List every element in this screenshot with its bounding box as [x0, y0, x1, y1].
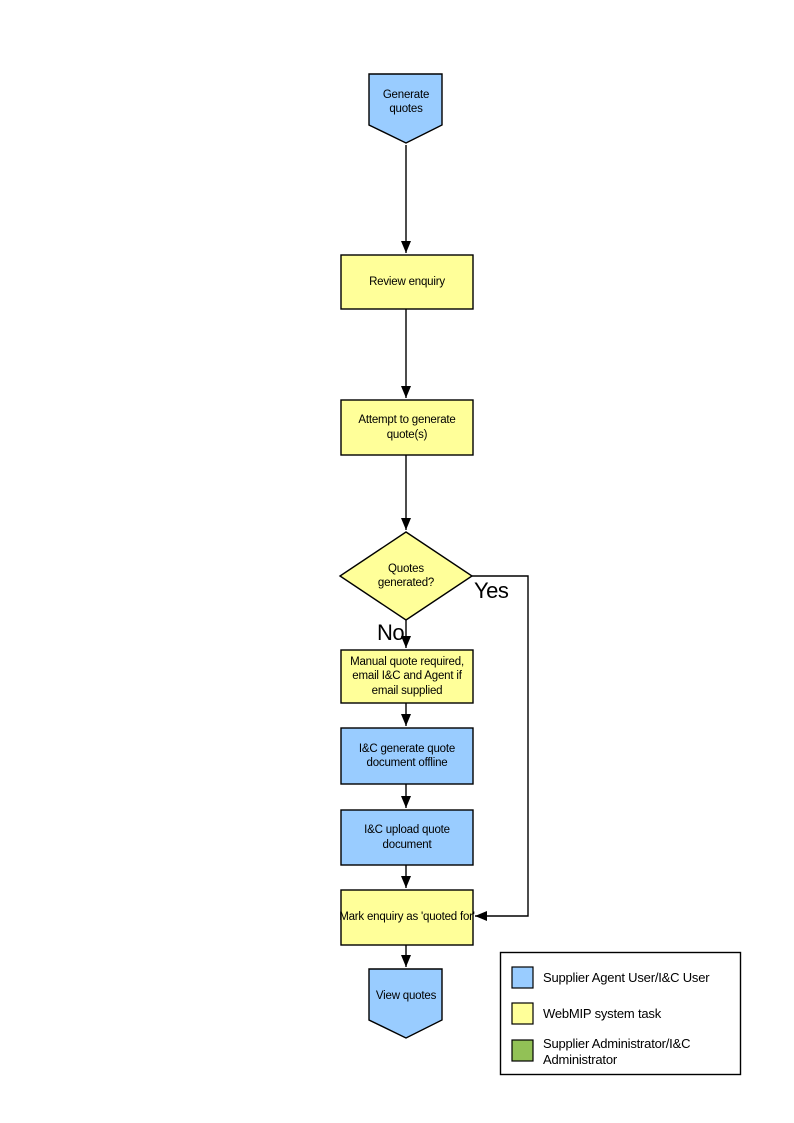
legend-label-admin: Supplier Administrator/I&C Administrator	[543, 1036, 691, 1067]
legend-label-actor: Supplier Agent User/I&C User	[543, 970, 710, 985]
decision-diamond-shape	[338, 531, 474, 621]
review-box-shape	[340, 254, 474, 310]
legend-swatch-system	[511, 1002, 534, 1025]
attempt-box-shape	[340, 399, 474, 456]
mark-box-shape	[340, 889, 474, 946]
legend-swatch-admin	[511, 1039, 534, 1062]
manual-box-shape	[340, 649, 474, 704]
legend-label-system: WebMIP system task	[543, 1006, 662, 1021]
no-branch-label: No	[377, 620, 405, 645]
end-offpage-shape	[368, 968, 443, 1039]
yes-branch-label: Yes	[474, 578, 509, 603]
legend-box	[499, 951, 742, 1076]
start-offpage-shape	[368, 73, 443, 144]
upload-box-shape	[340, 809, 474, 866]
offline-box-shape	[340, 727, 474, 785]
legend-swatch-actor	[511, 966, 534, 989]
arrow-decision-yes-to-mark	[472, 575, 529, 921]
